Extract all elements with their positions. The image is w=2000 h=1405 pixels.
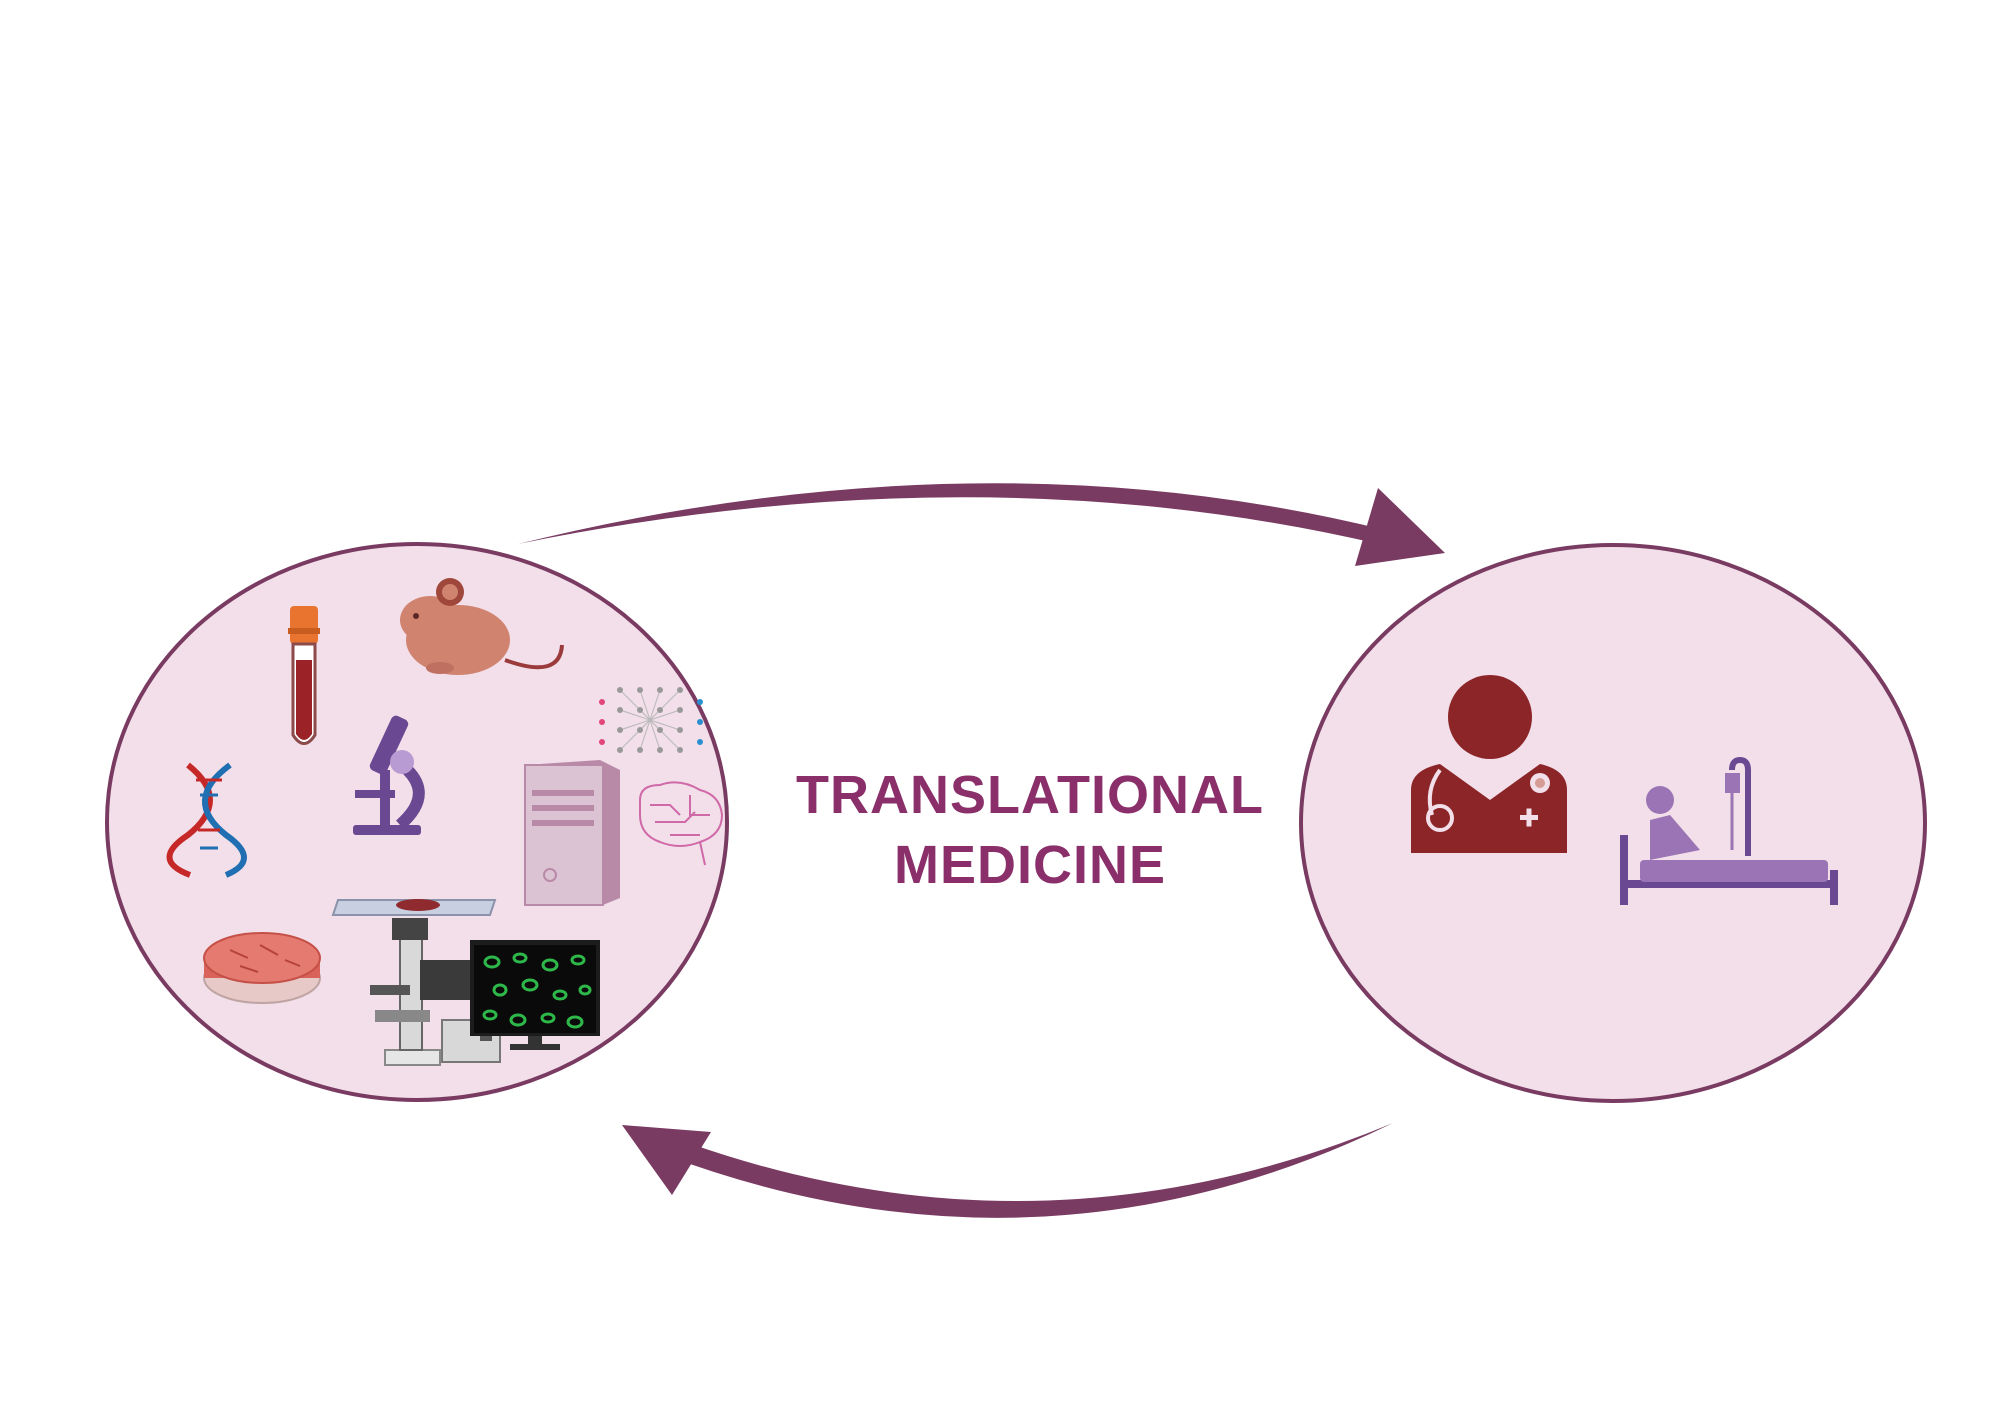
doctor-icon — [1411, 675, 1567, 853]
patient-bed-icon — [1620, 756, 1838, 905]
tissue-slide-icon — [331, 899, 497, 916]
dna-icon — [166, 762, 247, 878]
blood-tube-icon — [288, 606, 320, 745]
bench-to-bedside-arrow — [518, 483, 1445, 566]
brain-circuit-icon — [639, 781, 724, 866]
clinic-circle — [1299, 543, 1927, 1103]
microscope-icon — [353, 715, 425, 835]
fluorescence-microscope-icon — [370, 918, 501, 1066]
neural-network-icon — [599, 687, 703, 753]
monitor-cells-icon — [470, 940, 600, 1050]
title-line-1: TRANSLATIONAL — [796, 765, 1264, 825]
mouse-icon — [400, 578, 564, 675]
title-line-2: MEDICINE — [893, 835, 1166, 895]
petri-dish-icon — [203, 932, 321, 1004]
bedside-to-bench-arrow — [622, 1123, 1393, 1218]
computer-tower-icon — [524, 760, 620, 906]
diagram-title: TRANSLATIONAL MEDICINE — [760, 760, 1300, 900]
